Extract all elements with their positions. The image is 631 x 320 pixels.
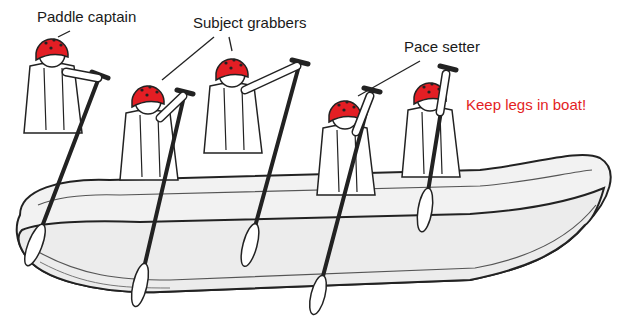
paddler-figure (24, 38, 82, 133)
paddle-blade (306, 274, 329, 316)
paddle-blade (128, 262, 152, 308)
raft-front-tube (19, 188, 604, 292)
paddle-grip (440, 66, 456, 70)
raft-seam (40, 262, 170, 288)
leader-lines (58, 31, 420, 96)
leader-line (229, 37, 232, 51)
paddle-blade (415, 187, 436, 233)
warning-note: Keep legs in boat! (466, 96, 586, 114)
paddler-figure (204, 58, 262, 153)
paddle-shaft (35, 75, 100, 245)
paddle-blade (238, 222, 263, 268)
paddle-shaft (140, 92, 185, 285)
arms (66, 66, 446, 132)
rafters (24, 38, 460, 195)
raft-seam (35, 205, 596, 280)
leader-line (58, 31, 70, 37)
role-label: Paddle captain (37, 8, 136, 26)
role-label: Subject grabbers (193, 14, 306, 32)
leader-line (162, 37, 214, 80)
paddle-shaft (250, 62, 300, 245)
raft-hull (17, 155, 611, 292)
leader-line (358, 61, 420, 96)
paddle-blade (21, 222, 50, 268)
role-label: Pace setter (404, 38, 480, 56)
paddle-shaft (318, 90, 372, 295)
paddles (21, 60, 456, 316)
